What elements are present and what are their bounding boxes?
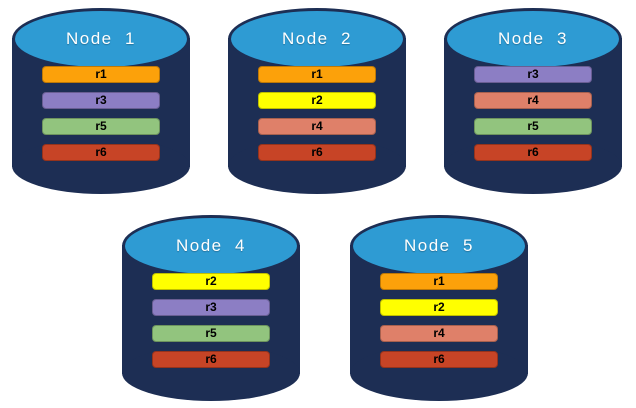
replica-bar: r2: [380, 299, 498, 316]
replica-bar: r2: [152, 273, 270, 290]
replica-bar: r5: [152, 325, 270, 342]
replica-bar: r6: [474, 144, 592, 161]
replica-bar-list: r1 r3 r5 r6: [42, 66, 160, 170]
replica-bar-label: r4: [433, 326, 445, 340]
node-cylinder-3: Node 3 r3 r4 r5 r6: [444, 8, 622, 194]
replica-bar-label: r6: [95, 145, 107, 159]
node-label: Node 1: [65, 29, 137, 48]
cylinder-top-face: Node 4: [122, 215, 300, 277]
replica-bar: r4: [474, 92, 592, 109]
cylinder-top-face: Node 2: [228, 8, 406, 70]
node-label: Node 2: [281, 29, 353, 48]
cylinder-top-face: Node 3: [444, 8, 622, 70]
replica-bar-label: r1: [433, 274, 445, 288]
replica-bar-label: r6: [311, 145, 323, 159]
replica-bar-label: r1: [311, 67, 323, 81]
replica-bar: r1: [380, 273, 498, 290]
replica-bar-label: r5: [95, 119, 107, 133]
replica-bar-label: r6: [527, 145, 539, 159]
node-cylinder-4: Node 4 r2 r3 r5 r6: [122, 215, 300, 401]
replica-bar: r1: [42, 66, 160, 83]
replica-bar-label: r2: [205, 274, 217, 288]
replica-bar: r4: [380, 325, 498, 342]
replica-bar: r3: [474, 66, 592, 83]
replica-bar-label: r2: [311, 93, 323, 107]
replica-bar: r6: [152, 351, 270, 368]
replica-bar-label: r1: [95, 67, 107, 81]
node-cylinder-1: Node 1 r1 r3 r5 r6: [12, 8, 190, 194]
replica-bar: r3: [42, 92, 160, 109]
replica-bar: r6: [258, 144, 376, 161]
node-label: Node 5: [403, 236, 475, 255]
replica-bar-list: r1 r2 r4 r6: [380, 273, 498, 377]
cylinder-top-face: Node 1: [12, 8, 190, 70]
node-cylinder-5: Node 5 r1 r2 r4 r6: [350, 215, 528, 401]
replica-bar: r4: [258, 118, 376, 135]
replica-bar-label: r3: [205, 300, 217, 314]
node-label: Node 4: [175, 236, 247, 255]
node-cylinder-2: Node 2 r1 r2 r4 r6: [228, 8, 406, 194]
replica-bar-label: r3: [95, 93, 107, 107]
replica-bar: r5: [474, 118, 592, 135]
replica-bar-list: r2 r3 r5 r6: [152, 273, 270, 377]
replica-bar-label: r5: [527, 119, 539, 133]
replica-bar-label: r4: [311, 119, 323, 133]
replica-bar-label: r3: [527, 67, 539, 81]
replica-bar-list: r1 r2 r4 r6: [258, 66, 376, 170]
replica-bar-label: r4: [527, 93, 539, 107]
replica-bar-label: r5: [205, 326, 217, 340]
replica-bar: r3: [152, 299, 270, 316]
replica-bar: r5: [42, 118, 160, 135]
replica-bar: r6: [42, 144, 160, 161]
replica-bar-list: r3 r4 r5 r6: [474, 66, 592, 170]
replica-bar-label: r6: [205, 352, 217, 366]
cylinder-top-face: Node 5: [350, 215, 528, 277]
replica-bar: r6: [380, 351, 498, 368]
node-label: Node 3: [497, 29, 569, 48]
replica-bar-label: r6: [433, 352, 445, 366]
replica-bar: r2: [258, 92, 376, 109]
replica-bar: r1: [258, 66, 376, 83]
replica-bar-label: r2: [433, 300, 445, 314]
